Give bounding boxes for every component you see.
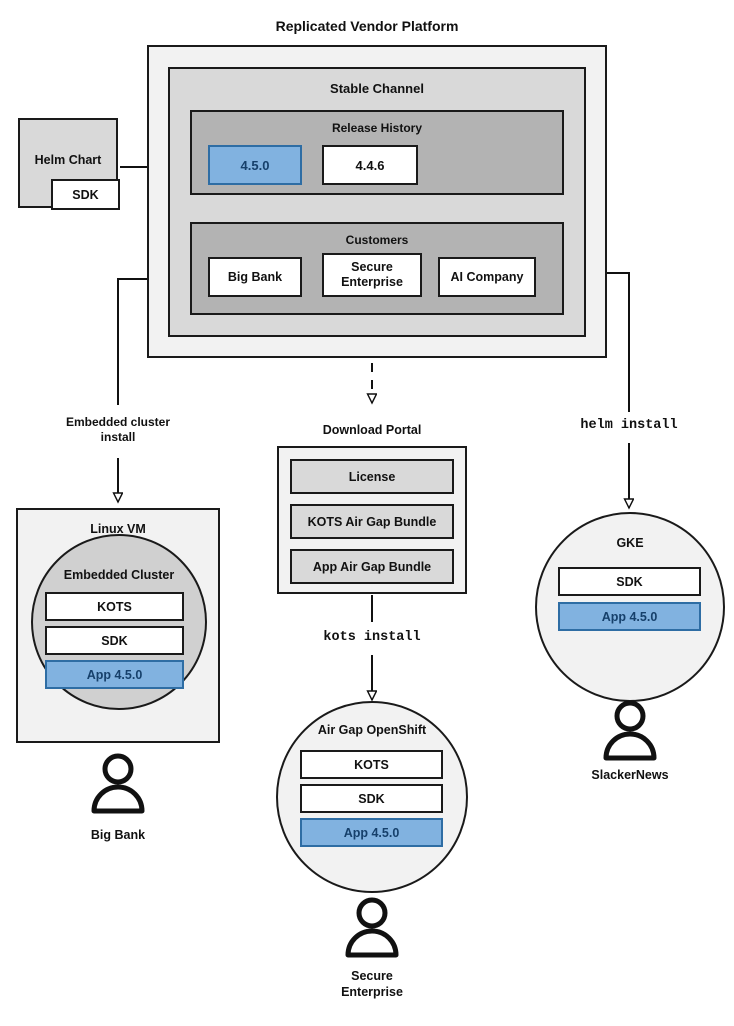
release-history-label: Release History bbox=[331, 121, 423, 135]
release-card-4-5-0[interactable]: 4.5.0 bbox=[208, 145, 302, 185]
sdk-label: SDK bbox=[72, 187, 99, 202]
release-card-4-4-6[interactable]: 4.4.6 bbox=[322, 145, 418, 185]
customer-card-big-bank[interactable]: Big Bank bbox=[208, 257, 302, 297]
artifact-label: License bbox=[348, 469, 396, 484]
customer-name-label: AI Company bbox=[450, 270, 524, 284]
linuxvm-component-app[interactable]: App 4.5.0 bbox=[45, 660, 184, 689]
linuxvm-component-sdk[interactable]: SDK bbox=[45, 626, 184, 655]
embedded-cluster-install-label: Embedded cluster install bbox=[65, 415, 171, 444]
openshift-component-kots[interactable]: KOTS bbox=[300, 750, 443, 779]
environment-label: GKE bbox=[616, 536, 644, 550]
helm-install-label: helm install bbox=[580, 418, 678, 433]
user-avatar-secure-enterprise bbox=[340, 897, 404, 964]
component-label: App 4.5.0 bbox=[343, 825, 400, 840]
person-icon bbox=[91, 753, 145, 814]
environment-label: Air Gap OpenShift bbox=[317, 723, 427, 737]
gke-component-app[interactable]: App 4.5.0 bbox=[558, 602, 701, 631]
kots-install-label: kots install bbox=[323, 630, 421, 645]
component-label: KOTS bbox=[97, 599, 132, 614]
download-portal-artifact-kots-air-gap-bundle[interactable]: KOTS Air Gap Bundle bbox=[290, 504, 454, 539]
download-portal-artifact-app-air-gap-bundle[interactable]: App Air Gap Bundle bbox=[290, 549, 454, 584]
user-avatar-slackernews bbox=[598, 700, 662, 767]
release-version-label: 4.4.6 bbox=[355, 157, 385, 173]
person-icon bbox=[345, 897, 399, 958]
linuxvm-component-kots[interactable]: KOTS bbox=[45, 592, 184, 621]
user-label-secure-enterprise: Secure Enterprise bbox=[341, 969, 403, 999]
openshift-component-sdk[interactable]: SDK bbox=[300, 784, 443, 813]
page-title: Replicated Vendor Platform bbox=[275, 18, 459, 34]
user-label-big-bank: Big Bank bbox=[90, 828, 146, 842]
component-label: SDK bbox=[358, 791, 385, 806]
customer-name-label: Secure Enterprise bbox=[341, 260, 403, 289]
stable-channel-label: Stable Channel bbox=[330, 81, 424, 96]
download-portal-artifact-license[interactable]: License bbox=[290, 459, 454, 494]
customers-label: Customers bbox=[345, 233, 409, 247]
customer-card-ai-company[interactable]: AI Company bbox=[438, 257, 536, 297]
customer-card-secure-enterprise[interactable]: Secure Enterprise bbox=[322, 253, 422, 297]
customer-name-label: Big Bank bbox=[227, 270, 283, 284]
environment-label: Linux VM bbox=[90, 522, 146, 536]
artifact-label: KOTS Air Gap Bundle bbox=[307, 514, 437, 529]
person-icon bbox=[603, 700, 657, 761]
user-label-slackernews: SlackerNews bbox=[591, 768, 669, 782]
component-label: App 4.5.0 bbox=[601, 609, 658, 624]
component-label: App 4.5.0 bbox=[86, 667, 143, 682]
artifact-label: App Air Gap Bundle bbox=[312, 559, 432, 574]
release-version-label: 4.5.0 bbox=[240, 157, 270, 173]
component-label: KOTS bbox=[354, 757, 389, 772]
component-label: SDK bbox=[616, 574, 643, 589]
openshift-component-app[interactable]: App 4.5.0 bbox=[300, 818, 443, 847]
component-label: SDK bbox=[101, 633, 128, 648]
helm-chart-label: Helm Chart bbox=[34, 153, 102, 167]
user-avatar-big-bank bbox=[86, 753, 150, 820]
embedded-cluster-label: Embedded Cluster bbox=[63, 568, 175, 582]
gke-component-sdk[interactable]: SDK bbox=[558, 567, 701, 596]
helm-chart-sdk-card[interactable]: SDK bbox=[51, 179, 120, 210]
download-portal-label: Download Portal bbox=[322, 423, 422, 437]
